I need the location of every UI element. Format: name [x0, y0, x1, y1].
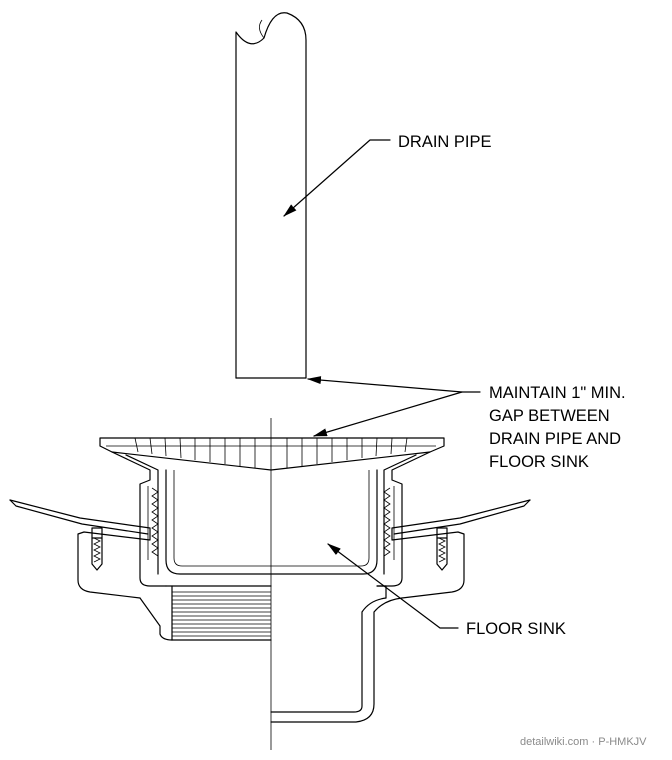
watermark: detailwiki.com · P-HMKJV — [520, 736, 647, 748]
anchor-bolt-icon — [436, 527, 448, 571]
floor-sink-body — [9, 437, 531, 723]
thread-left — [151, 487, 159, 557]
thread-right — [383, 487, 391, 557]
label-gap-line2: GAP BETWEEN — [489, 407, 610, 425]
label-drain-pipe: DRAIN PIPE — [398, 133, 492, 151]
label-gap-line3: DRAIN PIPE AND — [489, 430, 621, 448]
grate-ribs — [134, 437, 408, 468]
pipe-break-icon — [259, 19, 265, 39]
leader-drain-pipe — [283, 139, 391, 217]
thread-hatch-icon — [172, 591, 271, 637]
leader-gap — [307, 376, 481, 437]
drain-pipe — [235, 12, 307, 379]
anchor-bolt-icon — [91, 527, 103, 571]
label-gap-line4: FLOOR SINK — [489, 453, 589, 471]
leader-floor-sink — [327, 543, 459, 629]
label-gap-line1: MAINTAIN 1" MIN. — [489, 384, 626, 402]
label-floor-sink: FLOOR SINK — [466, 620, 566, 638]
